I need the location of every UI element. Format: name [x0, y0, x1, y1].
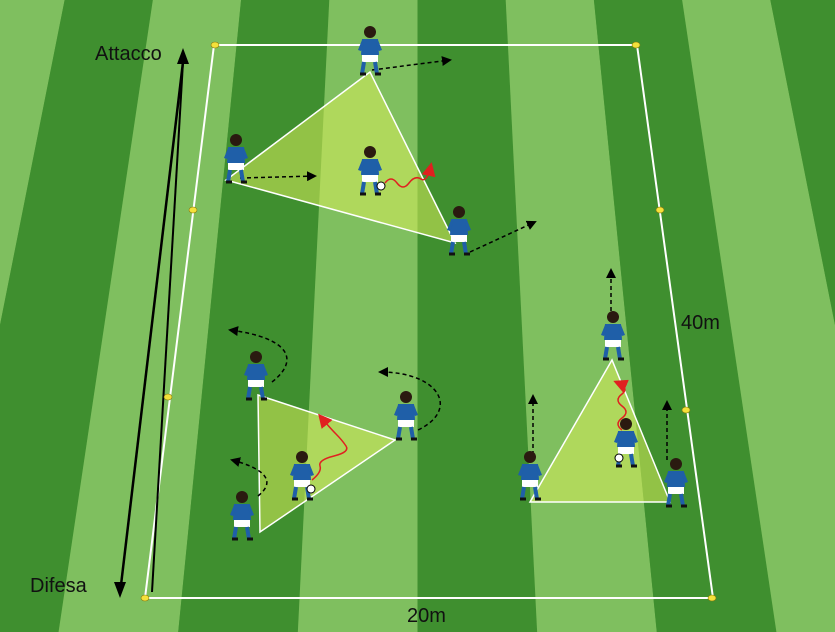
ball-icon [376, 181, 386, 191]
pitch-stripe [417, 0, 538, 632]
length-label: 40m [681, 312, 720, 334]
pitch-stripe [770, 0, 835, 325]
arrow-icon [114, 582, 126, 598]
pitch-stripe [58, 0, 242, 632]
ball-icon [614, 453, 624, 463]
attack-label: Attacco [95, 43, 162, 65]
ball-icon [306, 484, 316, 494]
run-arrow [228, 326, 288, 383]
triangle-top [224, 70, 457, 245]
pitch-stripe [0, 0, 153, 632]
cone-icon [707, 594, 717, 602]
arrow-icon [177, 48, 189, 64]
run-arrow [230, 457, 268, 497]
dribble-arrow [613, 379, 629, 431]
run-arrow [469, 220, 537, 253]
cone-icon [163, 393, 173, 401]
cone-icon [210, 41, 220, 49]
pitch-stripe [593, 0, 777, 632]
run-arrow [239, 171, 317, 182]
defense-label: Difesa [30, 575, 87, 597]
attack-defense-arrow [119, 61, 185, 586]
cone-icon [188, 206, 198, 214]
run-arrow [378, 367, 441, 431]
direction-axis-line [151, 61, 184, 593]
cone-icon [681, 406, 691, 414]
pitch-stripe [682, 0, 835, 632]
dribble-arrow [384, 162, 436, 188]
cone-icon [140, 594, 150, 602]
width-label: 20m [407, 605, 446, 627]
cone-icon [655, 206, 665, 214]
dribble-arrow [311, 413, 348, 481]
cone-icon [631, 41, 641, 49]
run-arrow [371, 56, 452, 71]
